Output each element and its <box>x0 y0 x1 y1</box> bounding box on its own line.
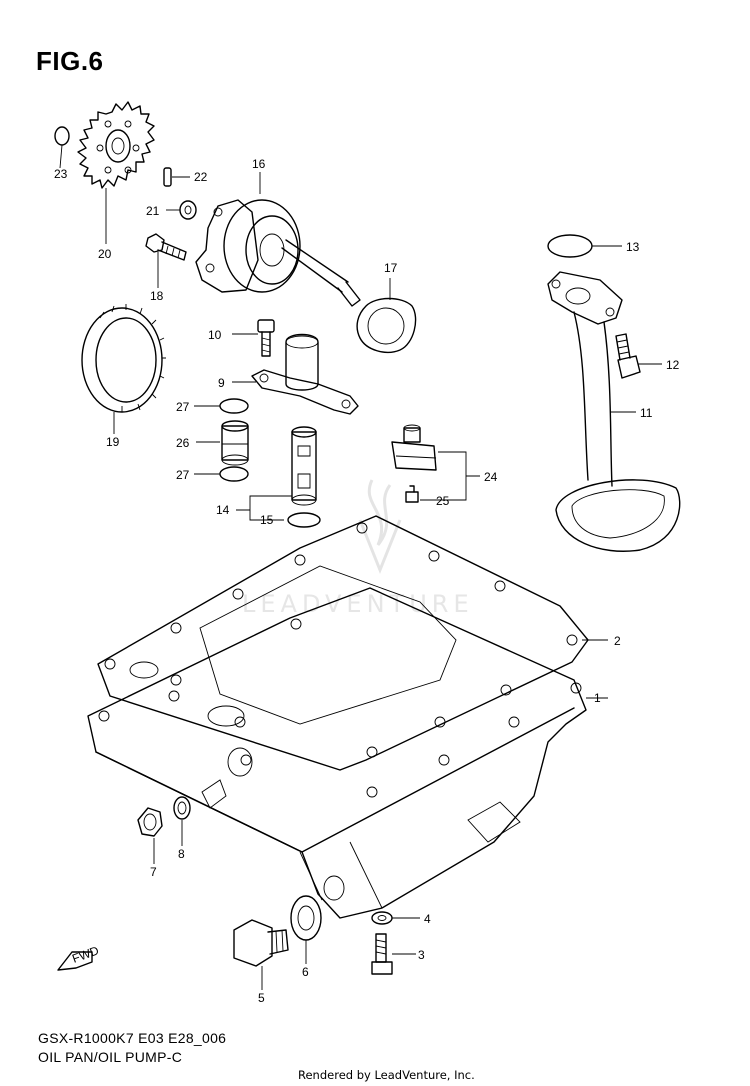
part-19-gear[interactable] <box>81 304 166 413</box>
callout-22[interactable]: 22 <box>194 170 208 184</box>
part-13-o-ring[interactable] <box>547 234 593 258</box>
part-15-o-ring[interactable] <box>287 512 321 528</box>
fwd-label: FWD <box>70 943 101 966</box>
callout-24[interactable]: 24 <box>484 470 498 484</box>
part-25-screw[interactable] <box>405 485 419 503</box>
part-12-bolt[interactable] <box>615 333 641 379</box>
part-22-pin[interactable] <box>163 167 172 187</box>
callout-5[interactable]: 5 <box>258 991 265 1005</box>
callout-20[interactable]: 20 <box>98 247 112 261</box>
callout-1[interactable]: 1 <box>594 691 601 705</box>
part-20-driven-gear[interactable] <box>77 101 155 189</box>
part-7-plug[interactable] <box>137 807 163 837</box>
callout-18[interactable]: 18 <box>150 289 164 303</box>
figure-title: FIG.6 <box>36 46 104 76</box>
callout-27-upper[interactable]: 27 <box>176 400 190 414</box>
leader-lines <box>59 144 662 990</box>
callout-7[interactable]: 7 <box>150 865 157 879</box>
callout-4[interactable]: 4 <box>424 912 431 926</box>
part-5-drain-plug[interactable] <box>233 919 289 967</box>
callout-11[interactable]: 11 <box>640 406 653 420</box>
part-21-washer[interactable] <box>179 200 197 220</box>
part-26-collar[interactable] <box>221 420 249 466</box>
part-3-bolt[interactable] <box>371 933 393 975</box>
callout-14[interactable]: 14 <box>216 503 230 517</box>
watermark-text: LEADVENTURE <box>242 590 474 618</box>
callout-labels: 1 2 3 4 5 6 7 8 9 10 11 12 13 14 15 16 1… <box>54 157 680 1005</box>
part-10-bolt[interactable] <box>257 319 275 357</box>
fwd-arrow-icon: FWD <box>57 943 101 971</box>
callout-23[interactable]: 23 <box>54 167 68 181</box>
callout-16[interactable]: 16 <box>252 157 266 171</box>
part-14-pipe[interactable] <box>291 426 317 506</box>
part-1-oil-pan[interactable] <box>87 587 587 919</box>
callout-12[interactable]: 12 <box>666 358 680 372</box>
part-27-o-ring-lower[interactable] <box>219 466 249 482</box>
part-8-gasket[interactable] <box>173 796 191 820</box>
part-18-bolt[interactable] <box>145 233 187 261</box>
figure-caption: OIL PAN/OIL PUMP-C <box>38 1049 183 1065</box>
part-11-strainer-pipe[interactable] <box>547 271 681 552</box>
part-17-gasket[interactable] <box>356 297 417 354</box>
render-credit: Rendered by LeadVenture, Inc. <box>298 1068 475 1082</box>
callout-15[interactable]: 15 <box>260 513 274 527</box>
part-27-o-ring-upper[interactable] <box>219 398 249 414</box>
part-24-pressure-switch[interactable] <box>391 424 437 471</box>
callout-8[interactable]: 8 <box>178 847 185 861</box>
part-23-circlip[interactable] <box>54 126 70 146</box>
callout-10[interactable]: 10 <box>208 328 222 342</box>
callout-17[interactable]: 17 <box>384 261 398 275</box>
part-9-strainer[interactable] <box>251 333 359 415</box>
part-4-washer[interactable] <box>371 911 393 925</box>
model-code: GSX-R1000K7 E03 E28_006 <box>38 1030 227 1046</box>
callout-26[interactable]: 26 <box>176 436 190 450</box>
callout-25[interactable]: 25 <box>436 494 450 508</box>
callout-9[interactable]: 9 <box>218 376 225 390</box>
callout-27-lower[interactable]: 27 <box>176 468 190 482</box>
callout-13[interactable]: 13 <box>626 240 640 254</box>
part-6-gasket[interactable] <box>290 895 322 941</box>
callout-6[interactable]: 6 <box>302 965 309 979</box>
callout-3[interactable]: 3 <box>418 948 425 962</box>
callout-19[interactable]: 19 <box>106 435 120 449</box>
part-2-oil-pan-gasket[interactable] <box>97 515 589 771</box>
callout-2[interactable]: 2 <box>614 634 621 648</box>
part-16-oil-pump[interactable] <box>195 199 361 307</box>
callout-21[interactable]: 21 <box>146 204 160 218</box>
